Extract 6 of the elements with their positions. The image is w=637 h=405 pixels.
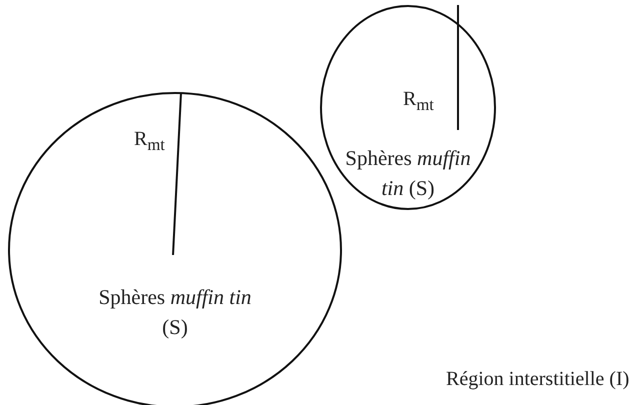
region-label: Sphères muffin tin (S) bbox=[98, 284, 252, 341]
radius-label: R$_{mt}$ bbox=[134, 128, 165, 155]
sphere-circle bbox=[320, 5, 496, 210]
region-label: Région interstitielle (I) bbox=[446, 368, 630, 391]
radius-label: R$_{mt}$ bbox=[403, 88, 434, 115]
region-label: Sphères muffin tin (S) bbox=[344, 145, 472, 202]
